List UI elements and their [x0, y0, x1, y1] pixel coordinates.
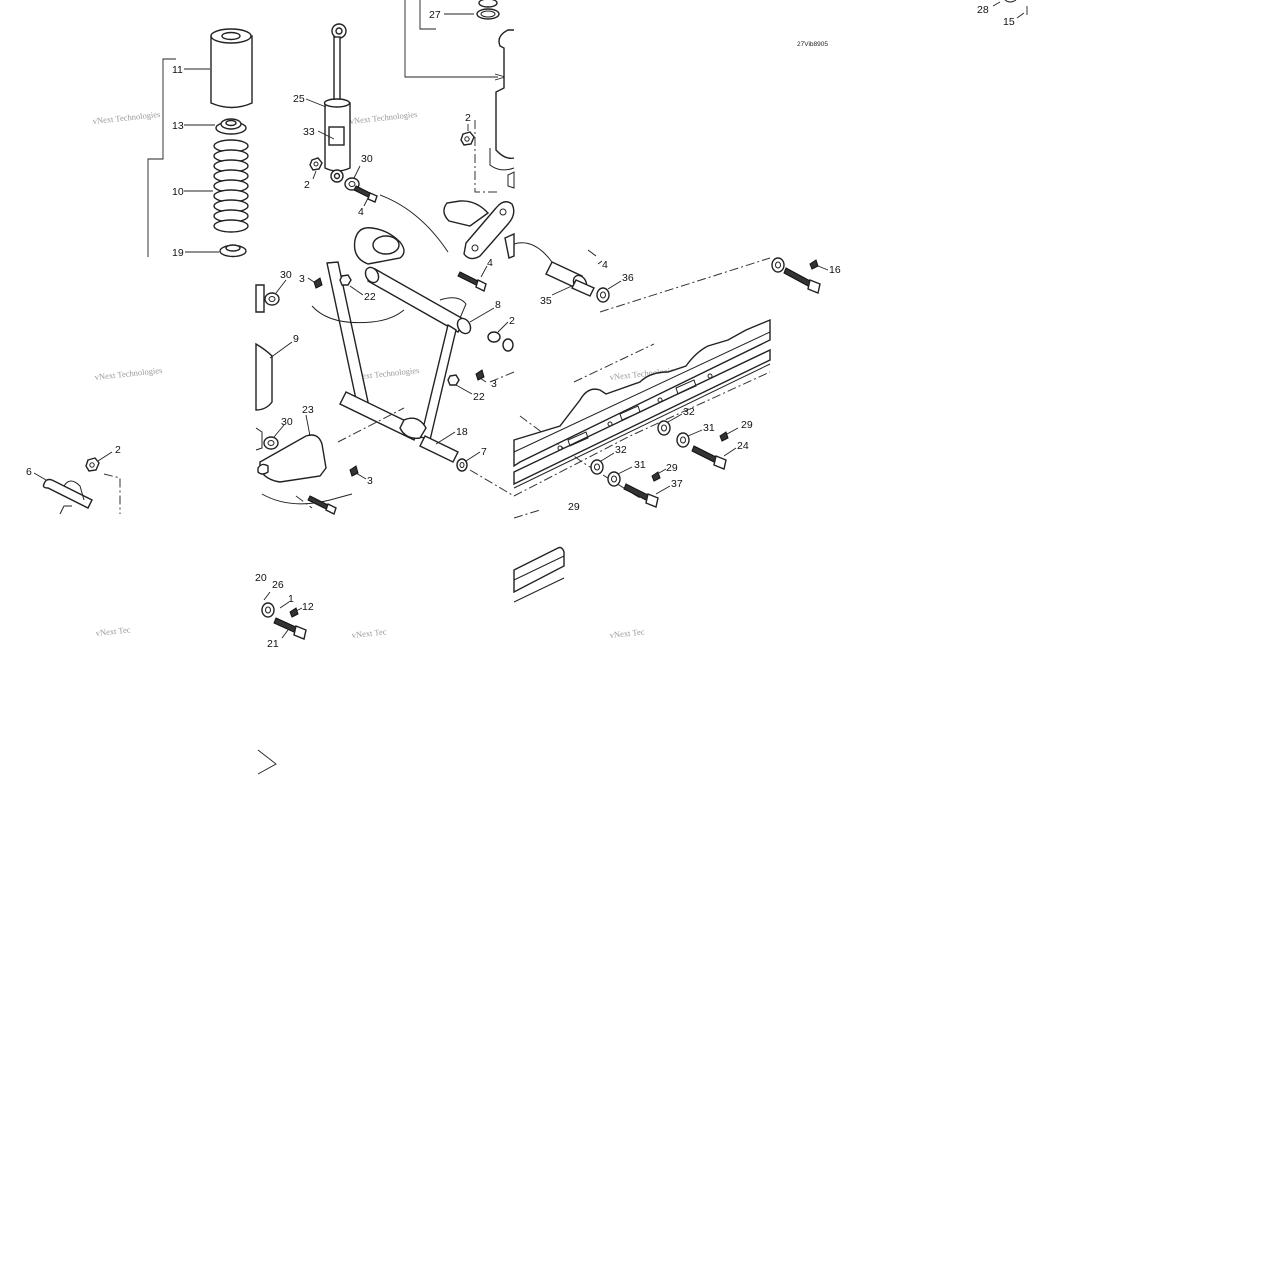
- hex-nut-icon: [85, 457, 100, 472]
- washer-icon: [657, 420, 671, 436]
- tile-rail: 35 36 4: [513, 242, 841, 519]
- label-4-shock: 4: [358, 206, 364, 218]
- label-11: 11: [172, 64, 183, 76]
- watermark-3: vNext Technologies: [94, 365, 163, 382]
- label-2-arm: 2: [509, 315, 515, 327]
- bushing-icon: [456, 458, 468, 472]
- bushing-icon: [487, 331, 514, 352]
- watermark-2: vNext Technologies: [349, 109, 418, 126]
- watermark-6: vNext Tec: [95, 624, 131, 638]
- rubber-stopper-icon: [210, 28, 253, 109]
- label-31-upper: 31: [703, 422, 715, 434]
- tile-a-arm: 3 22 4 8 2 3 22 18: [299, 227, 515, 497]
- label-22-upper: 22: [364, 291, 376, 303]
- label-13: 13: [172, 120, 184, 132]
- label-2-shock: 2: [304, 179, 310, 191]
- label-36: 36: [622, 272, 634, 284]
- hex-nut-icon: [339, 274, 352, 286]
- spring-cup-icon: [215, 118, 247, 135]
- spring-seat-icon: [219, 244, 247, 258]
- label-1: 1: [288, 593, 294, 605]
- label-19: 19: [172, 247, 184, 259]
- tile-front-shock: 27 2: [379, 0, 515, 260]
- washer-icon: [771, 257, 785, 273]
- label-9: 9: [293, 333, 299, 345]
- label-31-lower: 31: [634, 459, 646, 471]
- label-2-left: 2: [115, 444, 121, 456]
- tile-bracket-23: 23 3: [257, 404, 373, 515]
- label-7: 7: [481, 446, 487, 458]
- watermark-7: vNext Tec: [351, 626, 387, 640]
- tile-rear-shock: 25 33 2 30 4: [293, 23, 378, 218]
- label-3-mid: 3: [491, 378, 497, 390]
- label-4-pin: 4: [602, 259, 608, 271]
- washer-icon: [261, 602, 275, 618]
- bushing-icon: [264, 292, 280, 306]
- bolt-icon: [353, 185, 378, 203]
- label-18: 18: [456, 426, 468, 438]
- label-25: 25: [293, 93, 305, 105]
- watermark-1: vNext Technologies: [92, 109, 161, 126]
- label-27: 27: [429, 9, 441, 21]
- label-37: 37: [671, 478, 683, 490]
- label-30-shock: 30: [361, 153, 373, 165]
- label-10: 10: [172, 186, 184, 198]
- label-30-upper: 30: [280, 269, 292, 281]
- label-26: 26: [272, 579, 284, 591]
- shock-absorber-icon: [323, 23, 351, 183]
- hex-nut-icon: [309, 157, 323, 171]
- washer-icon: [596, 287, 610, 303]
- label-21: 21: [267, 638, 279, 650]
- label-29-bottom: 29: [568, 501, 580, 513]
- label-6: 6: [26, 466, 32, 478]
- tile-bottom-fragment: 20 26 1 12 21: [255, 546, 565, 775]
- label-4-arm: 4: [487, 257, 493, 269]
- label-16: 16: [829, 264, 841, 276]
- tile-shock-9: 30 9 30: [255, 269, 299, 451]
- tile-far-right-fragment: 28 15: [977, 0, 1028, 28]
- label-32-lower: 32: [615, 444, 627, 456]
- washer-icon: [676, 432, 690, 448]
- tile-spring-stack: 11 13 10 19: [147, 28, 253, 259]
- drawing-code: 27Vib8905: [797, 41, 828, 48]
- label-20: 20: [255, 572, 267, 584]
- washer-icon: [607, 471, 621, 487]
- label-3-lower: 3: [367, 475, 373, 487]
- hex-nut-icon: [447, 374, 460, 386]
- washer-icon: [590, 459, 604, 475]
- label-2-right: 2: [465, 112, 471, 124]
- label-12: 12: [302, 601, 314, 613]
- label-29-upper: 29: [741, 419, 753, 431]
- bolt-icon: [691, 445, 727, 470]
- bushing-icon: [263, 436, 279, 450]
- label-32-upper: 32: [683, 406, 695, 418]
- label-30-lower: 30: [281, 416, 293, 428]
- tile-left-fragment: 2 6: [26, 444, 121, 515]
- slide-rail-icon: [513, 318, 771, 489]
- label-29-lower: 29: [666, 462, 678, 474]
- bolt-icon: [457, 271, 487, 293]
- bolt-icon: [307, 495, 337, 515]
- label-15: 15: [1003, 16, 1015, 28]
- watermark-8: vNext Tec: [609, 626, 645, 640]
- label-23: 23: [302, 404, 314, 416]
- label-35: 35: [540, 295, 552, 307]
- label-33: 33: [303, 126, 315, 138]
- label-24: 24: [737, 440, 749, 452]
- bolt-icon: [783, 267, 821, 294]
- label-3-upper: 3: [299, 273, 305, 285]
- label-28: 28: [977, 4, 989, 16]
- hex-nut-icon: [460, 131, 475, 146]
- bolt-icon: [623, 483, 659, 508]
- label-8: 8: [495, 299, 501, 311]
- label-22-lower: 22: [473, 391, 485, 403]
- coil-spring-icon: [213, 139, 249, 233]
- bolt-icon: [273, 617, 307, 640]
